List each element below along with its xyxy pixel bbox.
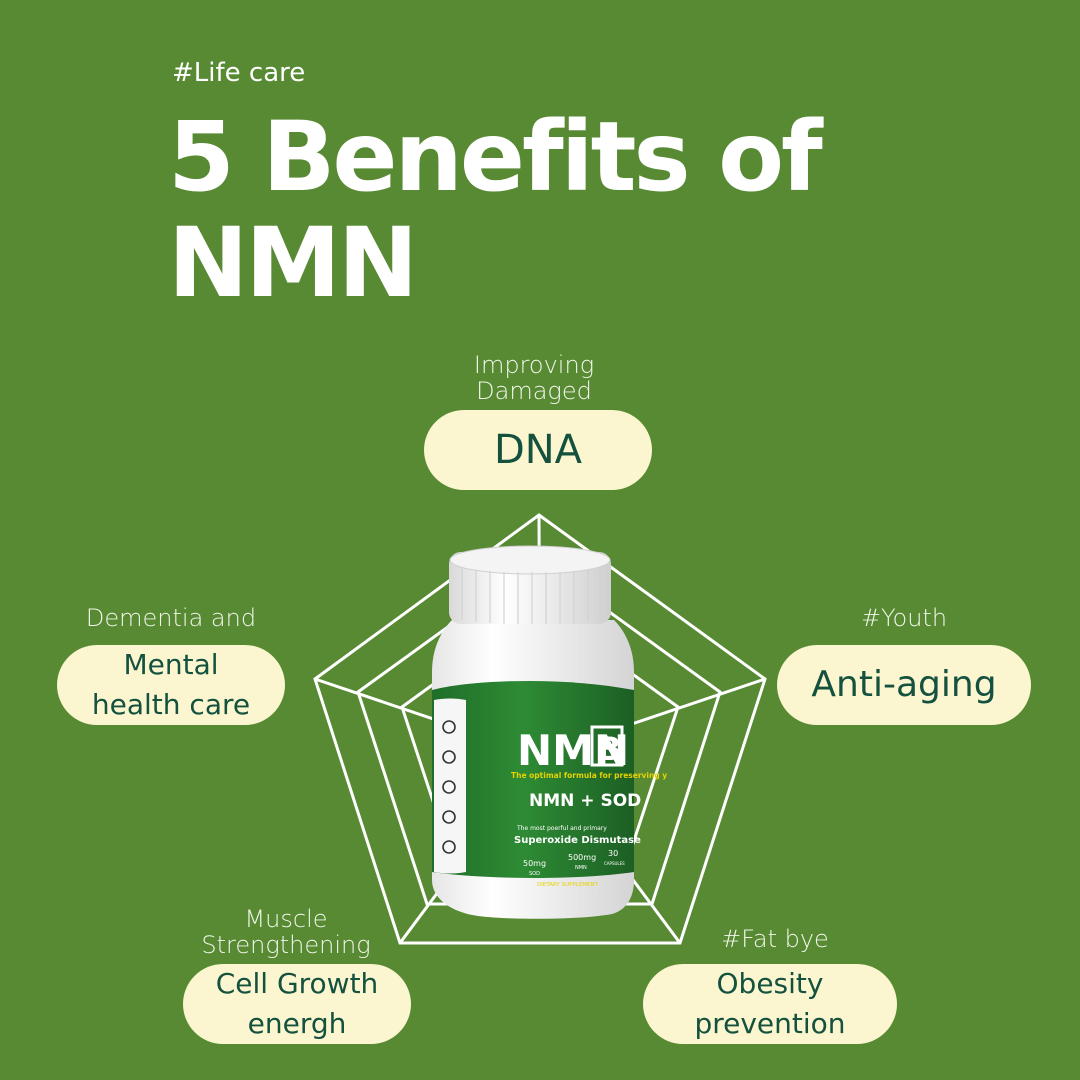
bottle-count-value: 30 bbox=[608, 849, 618, 858]
benefit-label-dna: DNA bbox=[493, 427, 583, 473]
caption-youth: #Youth bbox=[860, 604, 948, 632]
bottle-dose2-label: NMN bbox=[575, 865, 587, 871]
bottle-formula: NMN + SOD bbox=[529, 791, 641, 811]
bottle-tagline: The optimal formula for preserving y bbox=[511, 771, 667, 780]
bottle-side-panel bbox=[434, 698, 466, 874]
title-line-1: 5 Benefits of bbox=[168, 101, 823, 213]
side-icon-4 bbox=[442, 810, 456, 824]
benefit-label-mental-line-2: health care bbox=[91, 688, 251, 721]
page-title: 5 Benefits of NMN bbox=[168, 101, 823, 319]
caption-muscle-line-1: Muscle bbox=[244, 905, 328, 933]
web-ring-outer bbox=[313, 513, 767, 945]
hashtag-life-care: #Life care bbox=[172, 58, 306, 88]
bottle-description: The most poerful and primary bbox=[516, 825, 607, 832]
bottle-count-label: CAPSULES bbox=[604, 861, 625, 866]
bottle-brand-badge-box bbox=[590, 725, 624, 767]
caption-muscle-line-2: Strengthening bbox=[201, 931, 371, 959]
bottle-brand: NMN bbox=[517, 726, 629, 775]
benefit-label-cell-line-1: Cell Growth bbox=[215, 967, 379, 1000]
caption-fat-bye: #Fat bye bbox=[721, 925, 829, 953]
bottle-cap-top bbox=[449, 545, 611, 575]
bottle-dose1-label: SOD bbox=[529, 871, 540, 877]
title-line-2: NMN bbox=[168, 207, 418, 319]
bottle-dose1-value: 50mg bbox=[523, 859, 546, 868]
benefit-label-anti-aging: Anti-aging bbox=[811, 664, 997, 705]
benefit-label-mental-line-1: Mental bbox=[123, 648, 219, 681]
caption-mental-health: Dementia and bbox=[85, 604, 257, 632]
benefit-label-obesity-line-1: Obesity bbox=[716, 967, 824, 1000]
side-icon-3 bbox=[442, 780, 456, 794]
bottle-label bbox=[432, 680, 634, 878]
benefit-label-cell-line-2: energh bbox=[247, 1007, 347, 1040]
side-icon-2 bbox=[442, 750, 456, 764]
bottle-footer: DIETARY SUPPLEMENT bbox=[537, 882, 599, 888]
bottle-dose2-value: 500mg bbox=[568, 853, 596, 862]
benefit-pill-anti-aging: Anti-aging bbox=[777, 645, 1031, 725]
caption-dna: Improving Damaged bbox=[414, 352, 654, 404]
side-icon-5 bbox=[442, 840, 456, 854]
bottle-brand-badge: B bbox=[597, 730, 621, 768]
benefit-pill-obesity: Obesity prevention bbox=[643, 964, 897, 1044]
caption-dna-line-2: Damaged bbox=[476, 377, 592, 405]
benefit-label-obesity-line-2: prevention bbox=[694, 1007, 846, 1040]
benefit-pill-cell-growth: Cell Growth energh bbox=[183, 964, 411, 1044]
caption-muscle: Muscle Strengthening bbox=[186, 906, 386, 958]
side-icon-1 bbox=[442, 720, 456, 734]
caption-dna-line-1: Improving bbox=[473, 351, 595, 379]
benefit-pill-mental-health: Mental health care bbox=[57, 645, 285, 725]
benefit-pill-dna: DNA bbox=[424, 410, 652, 490]
bottle-ingredient: Superoxide Dismutase bbox=[514, 835, 641, 846]
